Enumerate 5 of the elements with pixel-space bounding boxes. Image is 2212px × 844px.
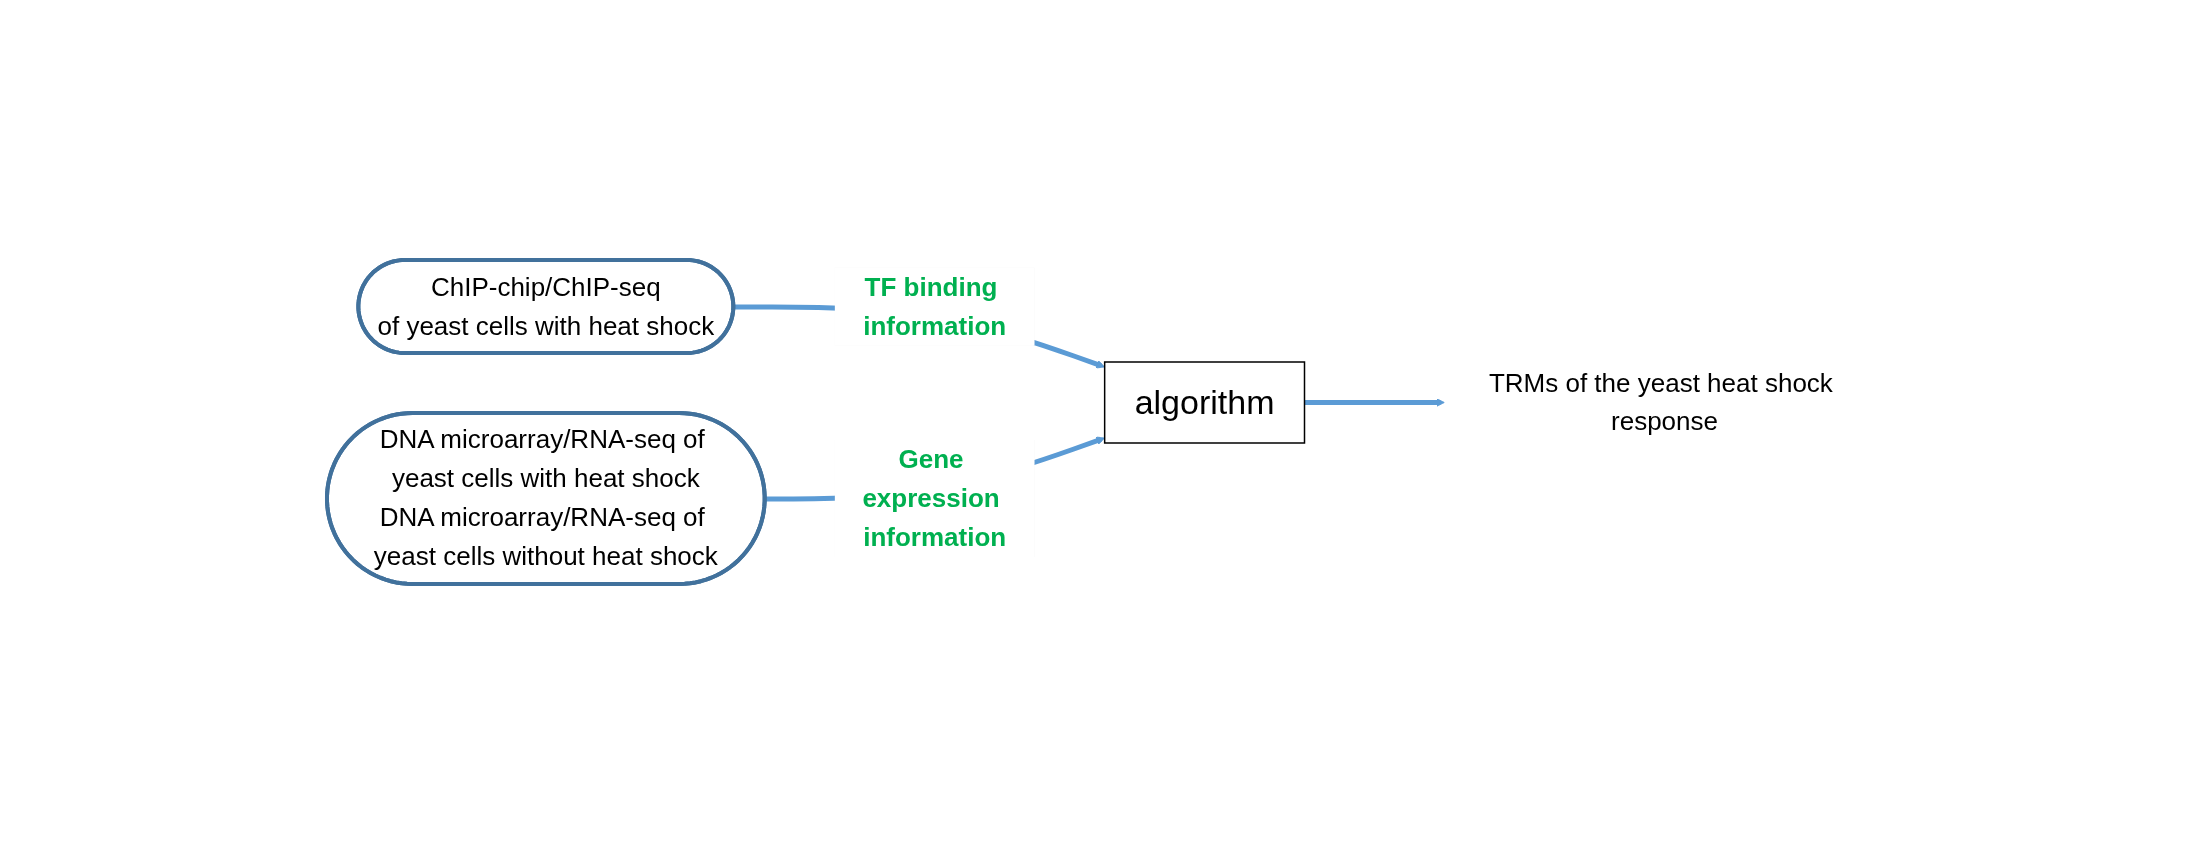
arrow — [1304, 398, 1446, 407]
node-text: TRMs of the yeast heat shock response — [1489, 367, 1834, 437]
edge-label: TF binding information — [863, 271, 1007, 341]
node-box: algorithm — [1104, 361, 1306, 444]
edge-label: Gene expression information — [862, 444, 1007, 552]
